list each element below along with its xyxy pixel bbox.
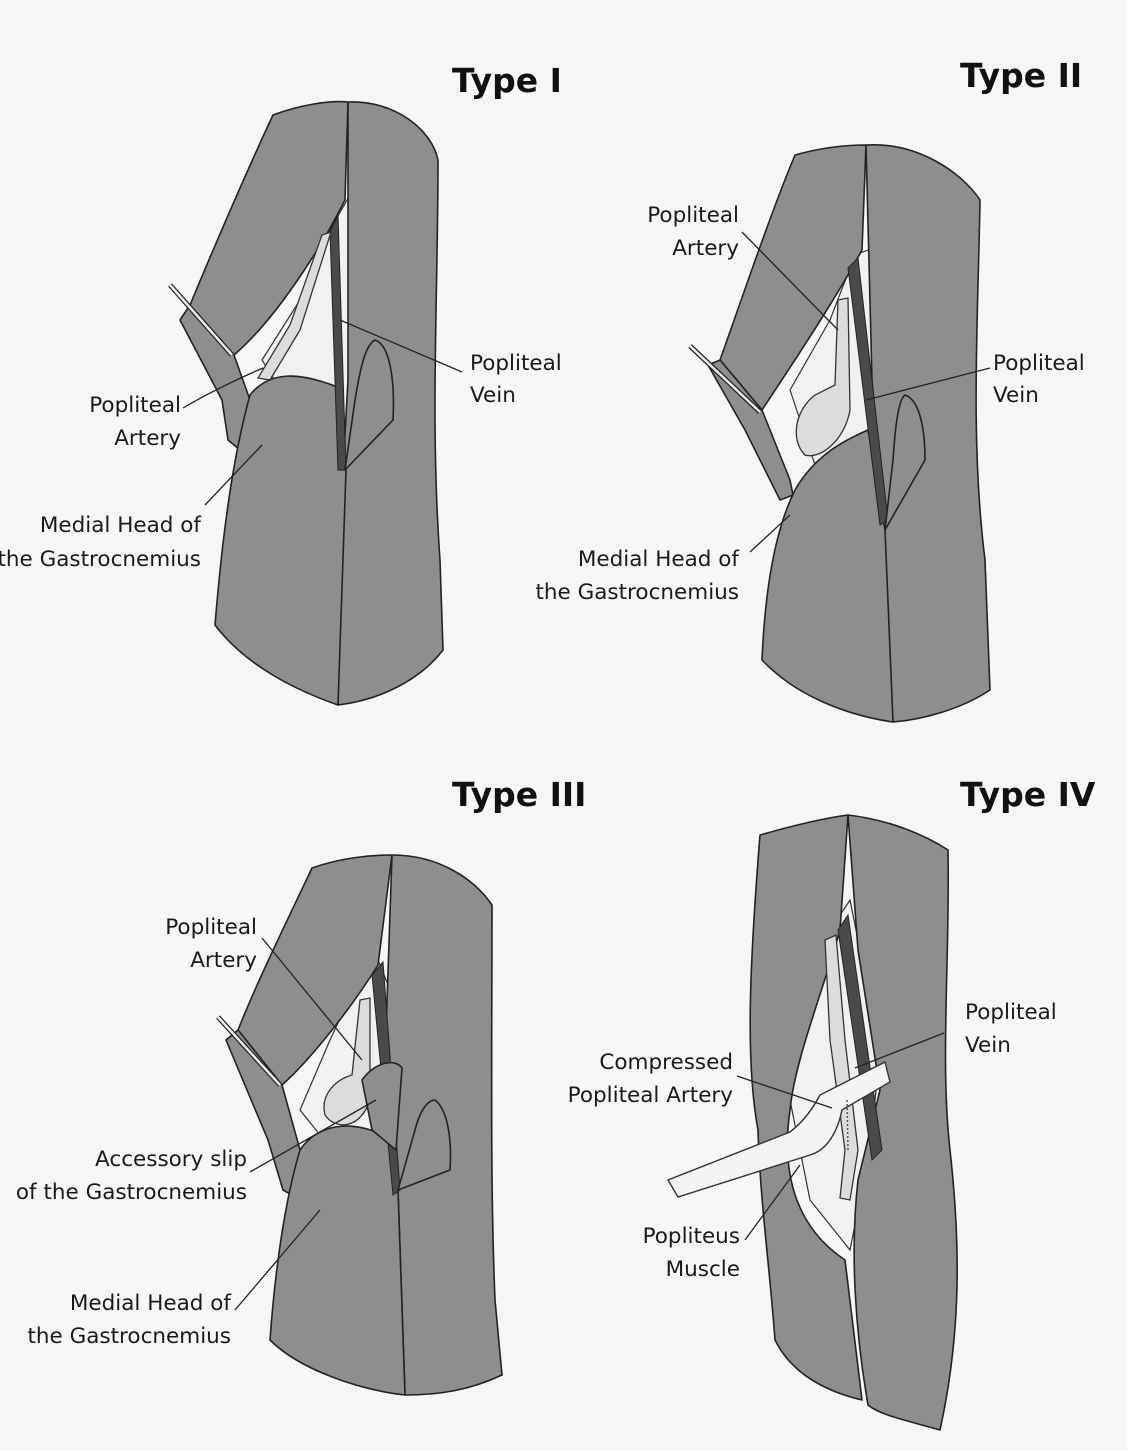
panel-type-2: Type II Popliteal Artery Popliteal Vein …: [535, 56, 1085, 723]
semimembranosus-muscle: [237, 854, 393, 1086]
label-accessory-line1: Accessory slip: [95, 1147, 247, 1172]
panel-type-4: Type IV Popliteal Vein Compressed Poplit…: [568, 775, 1096, 1431]
label-compressed-line1: Compressed: [599, 1050, 733, 1075]
panel-title: Type III: [452, 775, 586, 814]
label-popliteus-line2: Muscle: [666, 1257, 740, 1282]
leader-artery: [741, 231, 839, 331]
leader-medial: [204, 444, 263, 506]
semimembranosus-muscle: [719, 144, 867, 411]
lateral-head-gastrocnemius: [847, 814, 958, 1431]
label-medial-line1: Medial Head of: [70, 1291, 232, 1316]
lateral-head-gastrocnemius: [865, 144, 991, 723]
label-medial-line2: the Gastrocnemius: [535, 580, 739, 605]
label-compressed-line2: Popliteal Artery: [568, 1083, 734, 1108]
label-medial-line1: Medial Head of: [40, 513, 202, 538]
leader-vein: [865, 367, 991, 401]
panel-type-1: Type I Popliteal Vein Popliteal Artery M…: [0, 61, 562, 706]
label-artery-line1: Popliteal: [647, 203, 739, 228]
popliteal-artery: [795, 297, 851, 457]
lateral-inner-slip: [397, 1099, 452, 1191]
medial-head-gastrocnemius: [761, 429, 894, 723]
label-artery-line1: Popliteal: [165, 915, 257, 940]
label-accessory-line2: of the Gastrocnemius: [16, 1180, 247, 1205]
panel-title: Type I: [452, 61, 562, 100]
panel-title: Type II: [960, 56, 1082, 95]
label-artery-line2: Artery: [190, 948, 257, 973]
retractor-instrument: [216, 1015, 282, 1087]
label-popliteus-line1: Popliteus: [643, 1224, 740, 1249]
popliteal-artery: [256, 230, 333, 381]
leader-compressed: [736, 1075, 833, 1109]
semimembranosus-muscle: [189, 100, 349, 356]
panel-type-3: Type III Popliteal Artery Accessory slip…: [16, 775, 586, 1396]
lateral-inner-slip: [344, 339, 395, 471]
leader-vein: [339, 319, 463, 373]
leader-popliteus: [744, 1164, 801, 1241]
lateral-inner-slip: [884, 394, 926, 531]
accessory-slip-gastrocnemius: [361, 1061, 403, 1151]
compressed-popliteal-artery: [824, 934, 859, 1201]
label-vein-line1: Popliteal: [993, 351, 1085, 376]
retractor-instrument: [168, 283, 234, 357]
leader-medial: [234, 1209, 321, 1311]
medial-head-gastrocnemius: [269, 1125, 406, 1396]
label-vein-line1: Popliteal: [470, 351, 562, 376]
popliteus-muscle: [666, 1060, 891, 1198]
compression-marker: [846, 1099, 849, 1151]
medial-strap-muscle: [707, 359, 794, 501]
label-vein-line2: Vein: [993, 383, 1039, 408]
retractor-instrument: [688, 344, 762, 414]
label-artery-line2: Artery: [672, 236, 739, 261]
label-medial-line2: the Gastrocnemius: [0, 547, 201, 572]
popliteal-artery: [323, 997, 371, 1126]
leader-medial: [749, 514, 791, 553]
label-vein-line1: Popliteal: [965, 1000, 1057, 1025]
leader-vein: [854, 1032, 945, 1069]
label-artery-line2: Artery: [114, 426, 181, 451]
label-vein-line2: Vein: [470, 383, 516, 408]
label-medial-line2: the Gastrocnemius: [27, 1324, 231, 1349]
leader-accessory: [249, 1099, 377, 1173]
leader-artery: [182, 367, 264, 409]
medial-strap-muscle: [179, 304, 251, 451]
medial-head-gastrocnemius: [214, 375, 347, 706]
label-medial-line1: Medial Head of: [578, 547, 740, 572]
label-artery-line1: Popliteal: [89, 393, 181, 418]
label-vein-line2: Vein: [965, 1033, 1011, 1058]
leader-artery: [261, 937, 363, 1061]
panel-title: Type IV: [960, 775, 1096, 814]
